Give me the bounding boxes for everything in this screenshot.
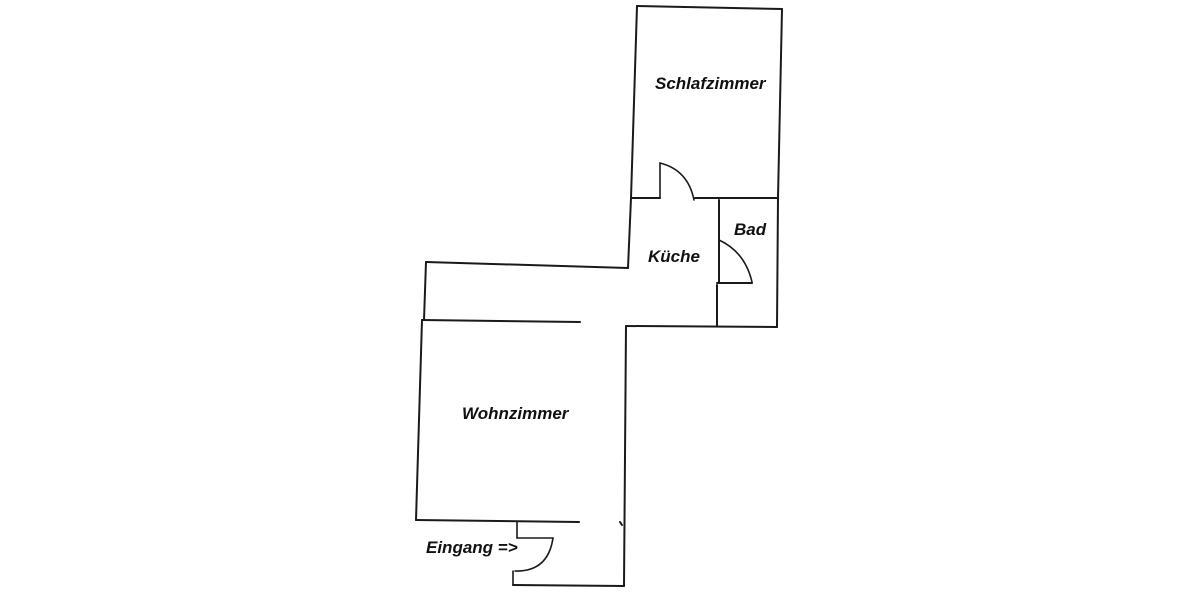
kitchen-left-wall (627, 197, 632, 269)
hall-bottom-wall (512, 584, 625, 587)
bathroom-door-swing (718, 239, 753, 283)
bathroom-walls (716, 197, 779, 328)
living-room-left-wall (415, 319, 423, 521)
entrance-door-swing (514, 537, 554, 572)
room-label-kueche: Küche (648, 247, 700, 266)
bedroom-door-swing (659, 162, 695, 201)
hall-mark (619, 521, 623, 526)
bathroom-right-wall (776, 197, 779, 328)
room-label-bad: Bad (734, 220, 767, 239)
living-room-top-wall (421, 319, 581, 323)
entrance-door (512, 521, 554, 586)
room-label-schlafzimmer: Schlafzimmer (655, 74, 766, 93)
bedroom-top-wall (636, 5, 783, 10)
bedroom-walls (630, 5, 783, 199)
bedroom-right-wall (777, 8, 783, 199)
bathroom-door (718, 239, 753, 283)
hall-right-wall (623, 325, 627, 587)
kitchen-bottom-wall (625, 325, 778, 328)
corridor-left-stub (423, 261, 427, 321)
kitchen-walls (423, 197, 778, 328)
bedroom-door (659, 162, 695, 201)
room-label-wohnzimmer: Wohnzimmer (462, 404, 569, 423)
entrance-label: Eingang => (426, 538, 518, 557)
living-room-walls (415, 319, 627, 587)
living-room-bottom-wall (415, 519, 580, 523)
bedroom-left-wall (630, 5, 638, 199)
corridor-top-wall (425, 261, 629, 269)
